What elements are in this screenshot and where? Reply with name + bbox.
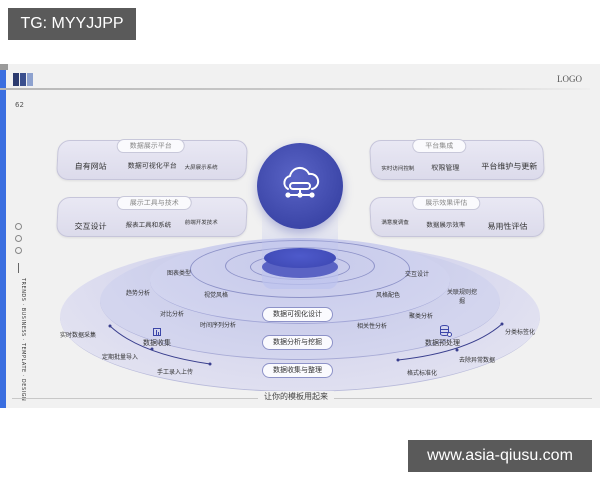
preprocess-item: 去除异常数据 bbox=[459, 357, 496, 364]
side-vertical-text: TRENDS · BUSINESS · TEMPLATE · DESIGN bbox=[20, 278, 26, 402]
slide: LOGO 62 TRENDS · BUSINESS · TEMPLATE · D… bbox=[0, 64, 600, 408]
panel-item: 平台维护与更新 bbox=[481, 162, 538, 171]
collection-title: 数据收集 bbox=[143, 339, 171, 347]
ring-label: 关联规则挖掘 bbox=[447, 289, 478, 305]
panel-display-evaluation: 展示效果评估 满意度调查 数据展示效率 易用性评估 bbox=[368, 196, 546, 237]
panel-item: 前端开发技术 bbox=[184, 220, 218, 226]
database-gear-icon bbox=[440, 325, 452, 337]
panel-item: 权限管理 bbox=[431, 164, 460, 172]
tagline: 让你的模板用起来 bbox=[258, 391, 334, 402]
slide-left-accent-bar bbox=[0, 70, 6, 408]
collection-item: 定期批量导入 bbox=[102, 354, 139, 361]
side-circles bbox=[15, 223, 22, 259]
preprocess-arc bbox=[396, 322, 504, 362]
header-bars-icon bbox=[13, 73, 33, 86]
circle-icon bbox=[15, 223, 22, 230]
collection-item: 手工录入上传 bbox=[157, 369, 194, 376]
watermark-top: TG: MYYJJPP bbox=[8, 8, 136, 40]
chart-icon bbox=[153, 328, 161, 336]
panel-item: 大屏展示系统 bbox=[184, 165, 218, 171]
ring-label: 时间序列分析 bbox=[200, 322, 237, 329]
panel-item: 实时访问控制 bbox=[381, 166, 415, 172]
panel-title: 平台集成 bbox=[411, 139, 467, 153]
ring-label: 对比分析 bbox=[160, 311, 185, 318]
panel-item: 数据可视化平台 bbox=[127, 162, 177, 170]
collection-item: 实时数据采集 bbox=[60, 332, 97, 339]
panel-data-display-platform: 数据展示平台 自有网站 数据可视化平台 大屏展示系统 bbox=[55, 139, 249, 180]
panel-item: 自有网站 bbox=[74, 162, 107, 171]
slide-corner bbox=[0, 64, 8, 70]
pedestal-top bbox=[264, 248, 336, 268]
panel-item: 满意度调查 bbox=[381, 220, 409, 226]
center-orb bbox=[257, 143, 343, 229]
side-dash bbox=[18, 263, 19, 273]
page-number: 62 bbox=[15, 101, 24, 109]
header-divider bbox=[0, 88, 590, 90]
panel-title: 展示效果评估 bbox=[411, 196, 481, 210]
ring-label: 图表类型 bbox=[167, 270, 192, 277]
preprocess-item: 格式标准化 bbox=[407, 370, 438, 377]
panel-platform-integration: 平台集成 实时访问控制 权限管理 平台维护与更新 bbox=[368, 139, 546, 180]
panel-item: 交互设计 bbox=[74, 222, 107, 231]
panel-item: 报表工具和系统 bbox=[125, 221, 172, 229]
circle-icon bbox=[15, 235, 22, 242]
stage-visualization-design: 数据可视化设计 bbox=[262, 307, 333, 322]
stage-collection-organize: 数据收集与整理 bbox=[262, 363, 333, 378]
panel-item: 易用性评估 bbox=[487, 222, 528, 231]
stage-analysis-mining: 数据分析与挖掘 bbox=[262, 335, 333, 350]
logo: LOGO bbox=[557, 74, 582, 84]
cloud-network-icon bbox=[283, 166, 320, 198]
ring-label: 风格配色 bbox=[376, 292, 401, 299]
ring-label: 交互设计 bbox=[405, 271, 430, 278]
panel-title: 展示工具与技术 bbox=[116, 196, 193, 210]
circle-icon bbox=[15, 247, 22, 254]
ring-label: 相关性分析 bbox=[357, 323, 388, 330]
preprocess-title: 数据预处理 bbox=[425, 339, 460, 347]
ring-label: 视觉风格 bbox=[204, 292, 229, 299]
collection-arc bbox=[108, 324, 212, 366]
watermark-bottom: www.asia-qiusu.com bbox=[408, 440, 592, 472]
panel-display-tools: 展示工具与技术 交互设计 报表工具和系统 前端开发技术 bbox=[55, 196, 249, 237]
preprocess-item: 分类标签化 bbox=[505, 329, 536, 336]
ring-label: 趋势分析 bbox=[126, 290, 151, 297]
panel-title: 数据展示平台 bbox=[116, 139, 186, 153]
panel-item: 数据展示效率 bbox=[426, 221, 466, 229]
ring-label: 聚类分析 bbox=[409, 313, 434, 320]
